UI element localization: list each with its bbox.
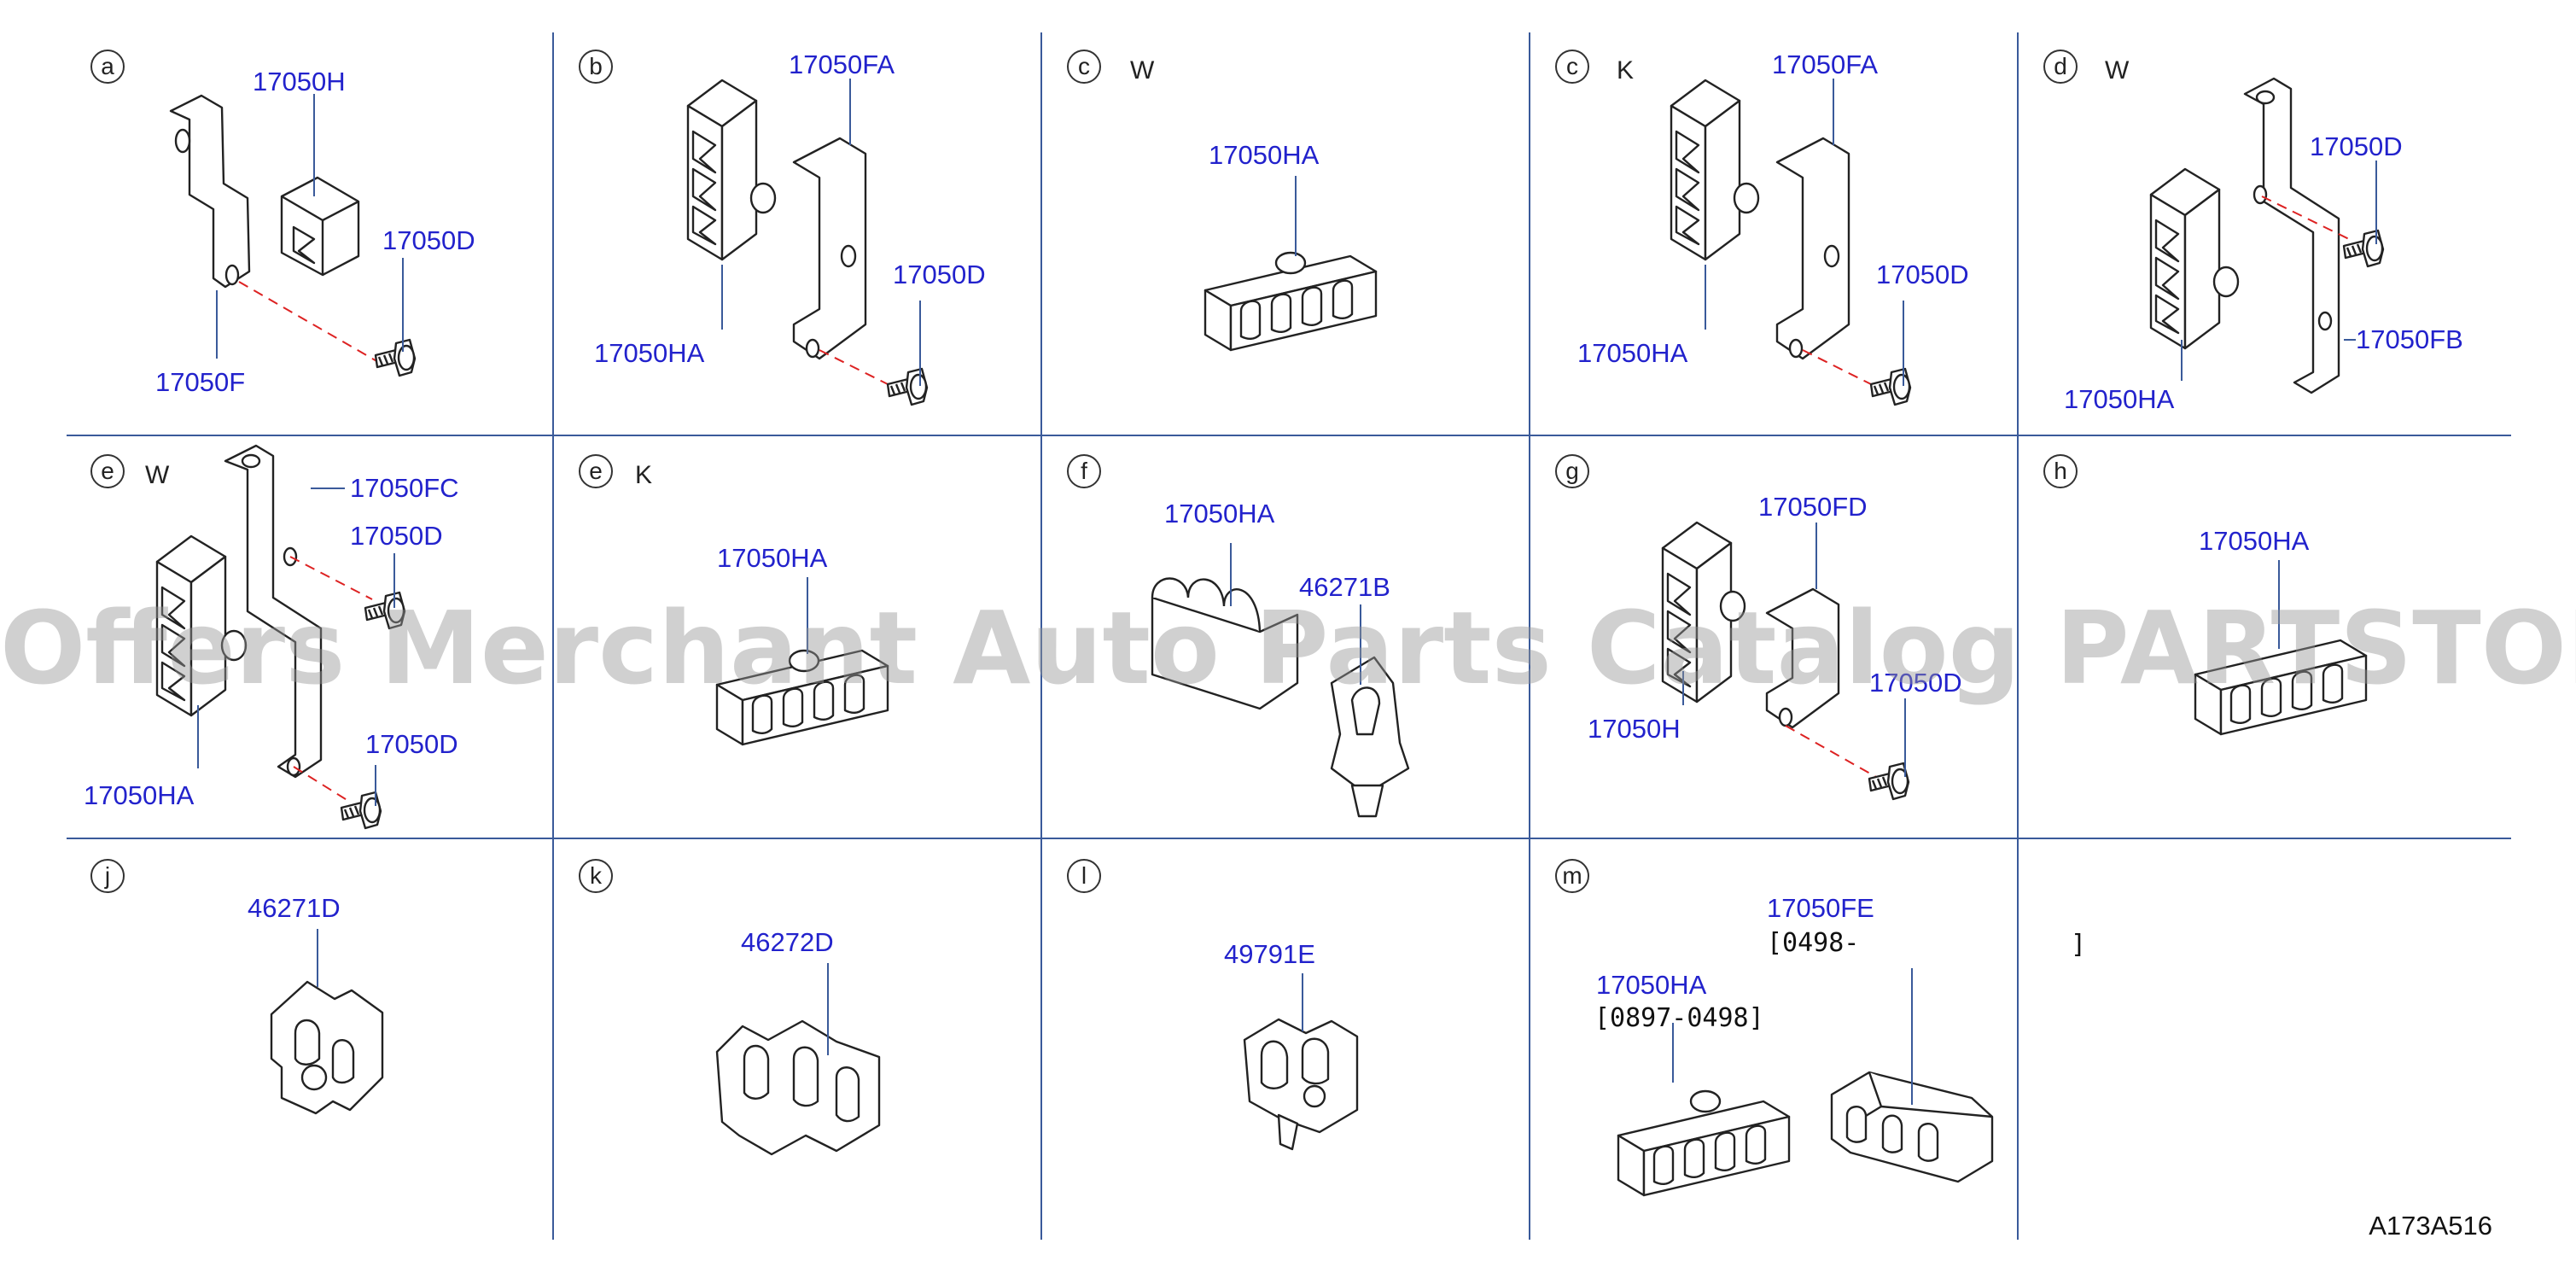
part-label[interactable]: 49791E <box>1224 939 1315 969</box>
cell-letter: k <box>579 859 613 893</box>
variant-label: W <box>145 461 170 489</box>
part-label[interactable]: 17050HA <box>2064 384 2175 414</box>
clamp-stack-icon <box>686 79 758 261</box>
part-label[interactable]: 17050FE <box>1767 893 1874 923</box>
cell-letter: e <box>579 454 613 488</box>
variant-label: K <box>635 461 653 489</box>
part-label[interactable]: 17050HA <box>1164 499 1275 528</box>
bolt-icon <box>1868 762 1910 801</box>
bolt-icon <box>2342 229 2385 268</box>
clamp-stack-icon <box>2149 167 2221 350</box>
bolt-icon <box>886 367 929 406</box>
cell-letter: f <box>1067 454 1101 488</box>
cell-a-dash <box>238 281 385 366</box>
clamp-stack-icon <box>1670 79 1741 261</box>
part-label[interactable]: 17050HA <box>1577 338 1688 368</box>
cell-k-drawing <box>715 1019 881 1156</box>
cell-letter: e <box>90 454 125 488</box>
watermark: Offers Merchant Auto Parts Catalog PARTS… <box>0 589 2576 707</box>
variant-label: W <box>2105 56 2130 85</box>
cell-letter: g <box>1555 454 1589 488</box>
part-label[interactable]: 17050D <box>350 521 443 551</box>
cell-letter: c <box>1067 50 1101 84</box>
part-label[interactable]: 17050F <box>155 367 246 397</box>
grid-lines <box>67 32 2511 1240</box>
variant-label: W <box>1130 56 1155 85</box>
part-label[interactable]: 17050FB <box>2356 324 2463 354</box>
part-label[interactable]: 17050FC <box>350 473 459 503</box>
part-label[interactable]: 17050D <box>893 260 986 289</box>
part-label[interactable]: 17050HA <box>1596 970 1707 1000</box>
cell-letter: h <box>2043 454 2078 488</box>
cell-letter: j <box>90 859 125 893</box>
part-label[interactable]: 17050H <box>253 67 346 96</box>
part-label[interactable]: 46271D <box>248 893 341 923</box>
part-label[interactable]: 17050HA <box>717 543 828 573</box>
date-range-label: [0897-0498] <box>1594 1003 1764 1033</box>
part-label[interactable]: 17050D <box>382 225 475 255</box>
part-label[interactable]: 17050FA <box>1772 50 1879 79</box>
bolt-icon <box>1869 367 1912 406</box>
part-label[interactable]: 17050HA <box>2199 526 2310 556</box>
bolt-icon <box>374 338 417 377</box>
part-label[interactable]: 46272D <box>741 927 834 957</box>
cell-f-drawing <box>1151 577 1410 818</box>
part-label[interactable]: 17050D <box>1869 668 1962 698</box>
cell-letter: d <box>2043 50 2078 84</box>
part-label[interactable]: 17050HA <box>594 338 705 368</box>
part-label[interactable]: 17050HA <box>1209 140 1320 170</box>
variant-label: K <box>1617 56 1635 85</box>
cell-c-w-pin <box>1274 251 1307 275</box>
cell-b-leaders <box>721 79 921 386</box>
part-label[interactable]: 17050FA <box>789 50 895 79</box>
cell-j-drawing <box>270 980 384 1115</box>
part-label[interactable]: 17050D <box>1876 260 1969 289</box>
part-label[interactable]: 17050HA <box>84 780 195 810</box>
cell-a-leaders <box>216 94 404 359</box>
cell-letter: b <box>579 50 613 84</box>
part-label[interactable]: 17050H <box>1588 714 1681 744</box>
part-label[interactable]: 17050D <box>365 729 458 759</box>
cell-letter: m <box>1555 859 1589 893</box>
date-range-label: [0498- <box>1767 928 1860 958</box>
bracket-mark: ] <box>2071 930 2087 960</box>
part-label[interactable]: 17050D <box>2310 131 2403 161</box>
cell-letter: l <box>1067 859 1101 893</box>
cell-b-drawing <box>749 137 867 360</box>
cell-l-drawing <box>1243 1018 1359 1151</box>
cell-a-drawing <box>169 94 360 289</box>
part-label[interactable]: 46271B <box>1299 572 1390 602</box>
cell-letter: c <box>1555 50 1589 84</box>
clamp-block-icon <box>1617 1100 1791 1197</box>
diagram-code: A173A516 <box>2369 1211 2492 1241</box>
cell-m-fe-drawing <box>1830 1071 1994 1183</box>
part-label[interactable]: 17050FD <box>1758 492 1868 522</box>
cell-letter: a <box>90 50 125 84</box>
